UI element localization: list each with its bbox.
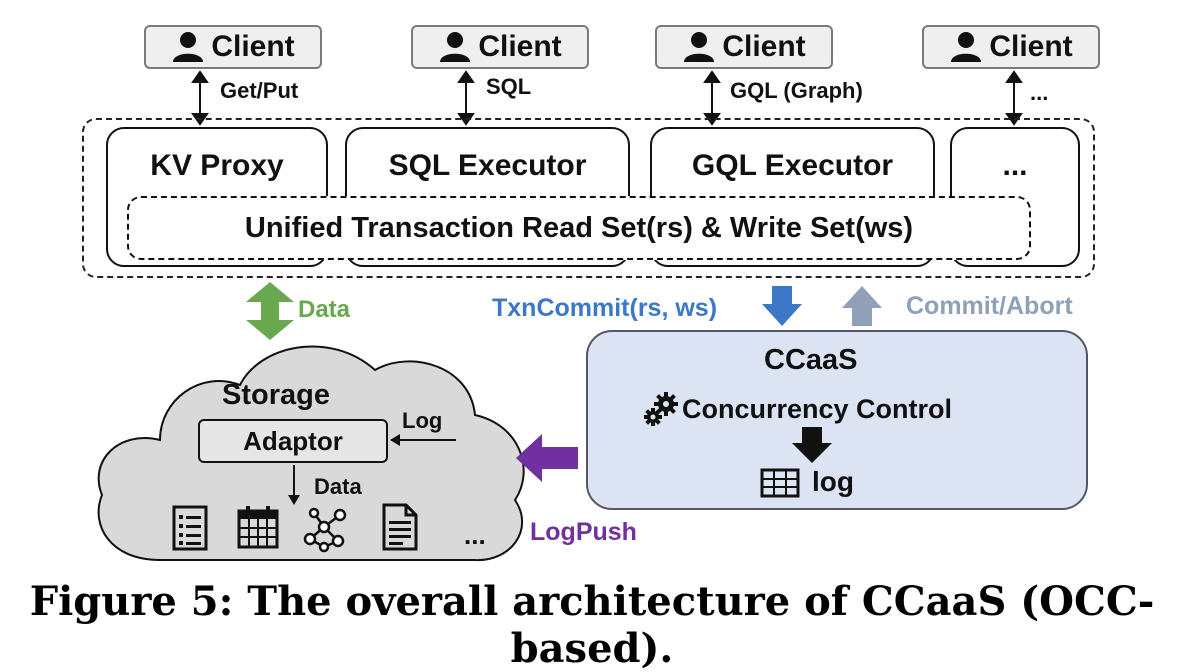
- client-label: Client: [478, 30, 562, 63]
- log-to-adaptor-arrow: [390, 434, 456, 446]
- user-icon: [173, 32, 204, 62]
- client-box-sql: Client: [411, 25, 589, 69]
- logpush-label: LogPush: [530, 518, 637, 546]
- user-icon: [951, 32, 982, 62]
- storage-title: Storage: [222, 379, 330, 411]
- protocol-label-sql: SQL: [486, 74, 532, 99]
- executor-label: SQL Executor: [388, 149, 587, 182]
- list-document-icon: [172, 505, 208, 551]
- commit-abort-label: Commit/Abort: [906, 292, 1073, 320]
- storage-more-label: ...: [464, 520, 486, 550]
- unified-read-write-set: Unified Transaction Read Set(rs) & Write…: [127, 196, 1031, 260]
- executor-layer-boundary: [82, 118, 1095, 278]
- protocol-label-more: ...: [1030, 80, 1049, 105]
- executor-label: ...: [1002, 149, 1028, 182]
- ccaas-box: [586, 330, 1088, 510]
- adaptor-label: Adaptor: [243, 425, 343, 456]
- protocol-label-gql: GQL (Graph): [730, 78, 863, 103]
- client-label: Client: [989, 30, 1073, 63]
- text-document-icon: [382, 503, 418, 551]
- concurrency-control-label: Concurrency Control: [682, 394, 953, 424]
- table-icon: [760, 468, 800, 498]
- client-box-kv: Client: [144, 25, 322, 69]
- calendar-grid-icon: [237, 506, 279, 549]
- txn-commit-label: TxnCommit(rs, ws): [492, 294, 718, 322]
- ccaas-log-label: log: [812, 466, 854, 497]
- client-box-other: Client: [922, 25, 1100, 69]
- storage-log-label: Log: [402, 408, 443, 433]
- client-label: Client: [211, 30, 295, 63]
- unified-set-label: Unified Transaction Read Set(rs) & Write…: [244, 211, 914, 244]
- adaptor-box: Adaptor: [198, 419, 388, 463]
- txn-commit-arrow: [762, 286, 802, 326]
- cc-to-log-arrow: [792, 427, 832, 463]
- client-box-gql: Client: [655, 25, 833, 69]
- ccaas-title: CCaaS: [764, 344, 858, 376]
- protocol-label-getput: Get/Put: [220, 78, 299, 103]
- commit-abort-arrow: [842, 286, 882, 326]
- figure-caption: Figure 5: The overall architecture of CC…: [29, 578, 1155, 672]
- executor-label: GQL Executor: [691, 149, 894, 182]
- logpush-arrow: [516, 434, 578, 482]
- user-icon: [440, 32, 471, 62]
- client-arrows: [191, 70, 1023, 126]
- client-label: Client: [722, 30, 806, 63]
- user-icon: [684, 32, 715, 62]
- executor-label: KV Proxy: [150, 149, 284, 182]
- adaptor-to-data-arrow: [288, 465, 300, 505]
- data-arrow-label: Data: [298, 296, 351, 323]
- storage-data-label: Data: [314, 474, 362, 499]
- gears-icon: [644, 392, 678, 426]
- data-arrow: [246, 282, 294, 340]
- graph-network-icon: [303, 507, 347, 553]
